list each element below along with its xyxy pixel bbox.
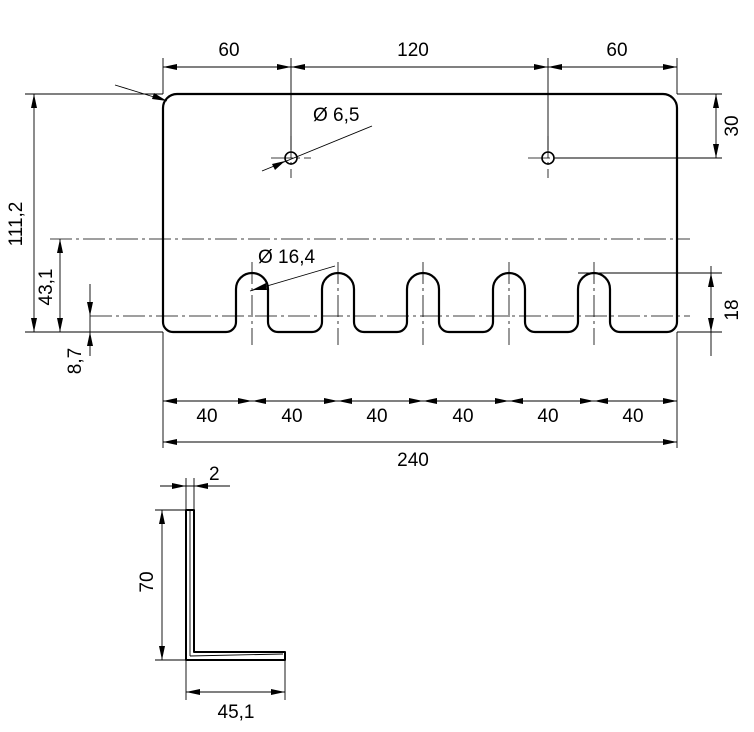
- dim-profile-width-45-1: 45,1: [218, 702, 255, 723]
- left-dimension-8-7: [87, 284, 93, 356]
- dim-middle-120: 120: [397, 40, 429, 61]
- dim-profile-height-70: 70: [137, 571, 158, 592]
- plate-outline: [161, 92, 679, 334]
- dim-total-240: 240: [397, 450, 429, 471]
- dim-pitch-3: 40: [366, 406, 387, 427]
- dim-hole-small: Ø 6,5: [313, 105, 359, 126]
- hole-leader: [261, 125, 373, 172]
- right-dimension-30: [555, 93, 722, 159]
- dim-pitch-2: 40: [281, 406, 302, 427]
- dim-right-30: 30: [722, 115, 743, 136]
- pitch-dimension: [162, 332, 678, 448]
- profile-width-dimension: [185, 660, 286, 700]
- dim-right-60: 60: [606, 40, 627, 61]
- dim-thickness-2: 2: [209, 464, 220, 485]
- top-dimension: [162, 58, 678, 150]
- total-dimension: [163, 439, 677, 445]
- thickness-dimension: [160, 478, 230, 510]
- dim-pitch-4: 40: [452, 406, 473, 427]
- dim-pitch-1: 40: [196, 406, 217, 427]
- dim-height-111-2: 111,2: [6, 202, 27, 247]
- slot-leader: [249, 265, 336, 292]
- right-dimension-18: [578, 266, 722, 356]
- dim-pitch-6: 40: [622, 406, 643, 427]
- slot-centers: [251, 262, 595, 345]
- dim-height-8-7: 8,7: [65, 348, 86, 374]
- dim-pitch-5: 40: [537, 406, 558, 427]
- left-dimension-111: [25, 93, 163, 333]
- profile-height-dimension: [155, 509, 186, 661]
- dim-left-60: 60: [218, 40, 239, 61]
- left-dimension-43: [57, 239, 63, 332]
- dim-height-43-1: 43,1: [36, 269, 57, 306]
- l-profile: [185, 509, 286, 661]
- dim-slot-large: Ø 16,4: [258, 247, 315, 268]
- dim-right-18: 18: [722, 299, 743, 320]
